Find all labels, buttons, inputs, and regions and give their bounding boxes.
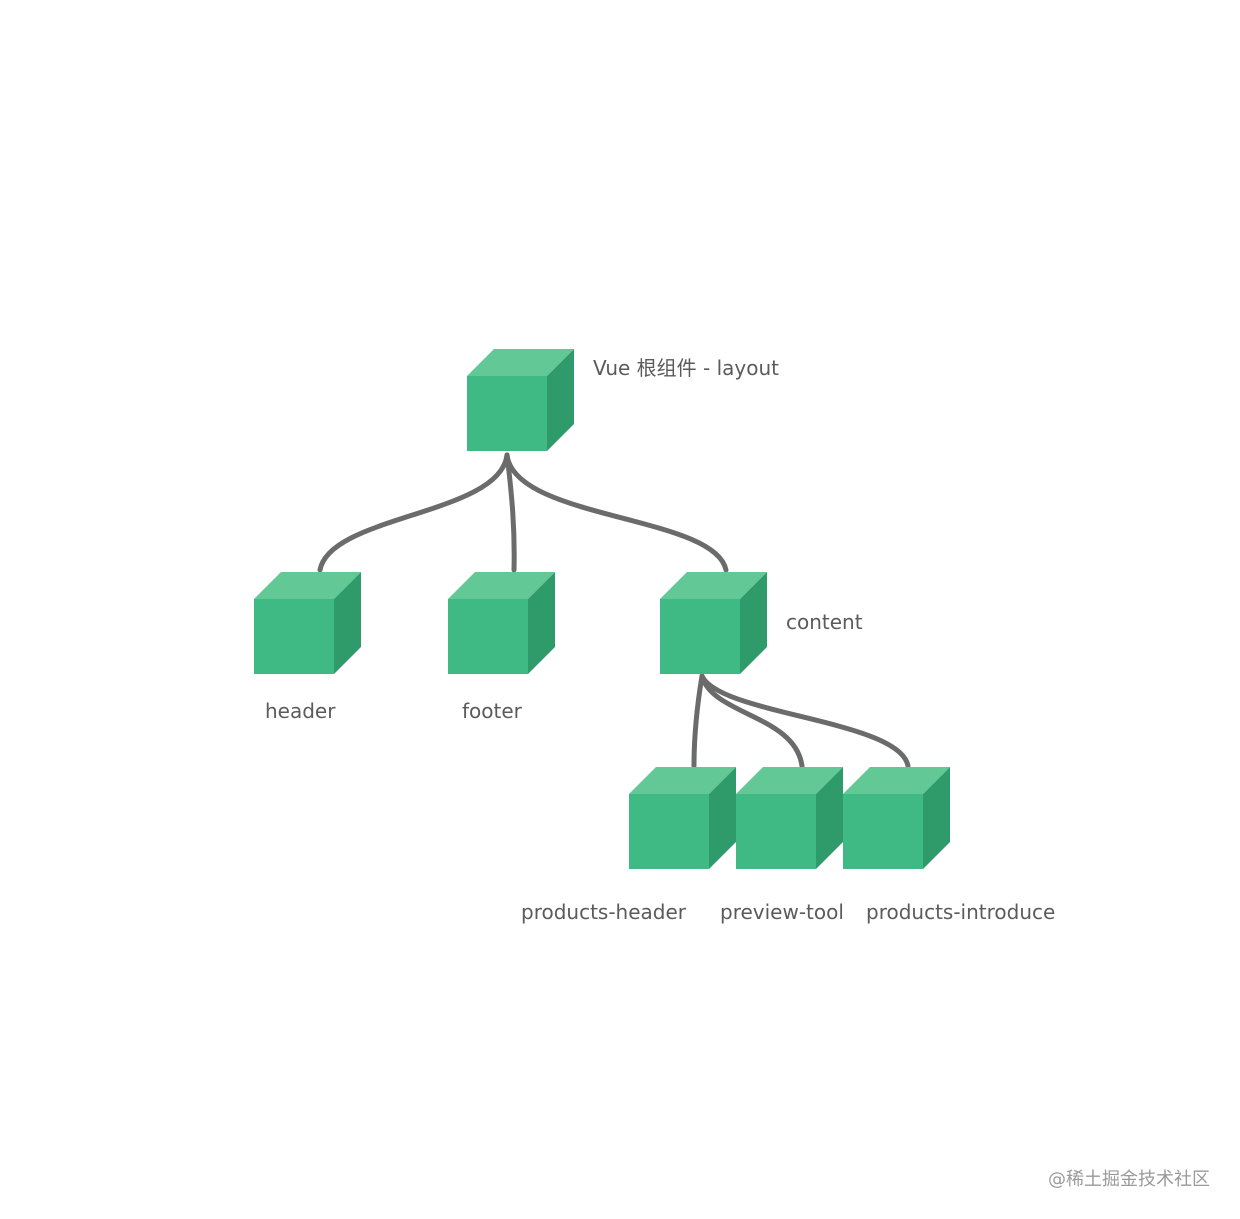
cube-products-introduce bbox=[843, 767, 950, 869]
edge-root-content bbox=[504, 452, 729, 573]
cube-side-face bbox=[547, 349, 574, 451]
cube-front-face bbox=[448, 599, 528, 674]
cube-top-face bbox=[448, 572, 555, 599]
cube-footer bbox=[448, 572, 555, 674]
label-footer: footer bbox=[462, 699, 523, 723]
cube-content bbox=[660, 572, 767, 674]
edges bbox=[317, 452, 911, 769]
cube-side-face bbox=[334, 572, 361, 674]
cube-top-face bbox=[660, 572, 767, 599]
cube-side-face bbox=[528, 572, 555, 674]
cube-front-face bbox=[467, 376, 547, 451]
cube-front-face bbox=[629, 794, 709, 869]
label-products-introduce: products-introduce bbox=[866, 900, 1055, 924]
label-root: Vue 根组件 - layout bbox=[593, 356, 779, 380]
label-content: content bbox=[786, 610, 863, 634]
cube-top-face bbox=[843, 767, 950, 794]
cube-preview-tool bbox=[736, 767, 843, 869]
cube-side-face bbox=[816, 767, 843, 869]
cube-front-face bbox=[736, 794, 816, 869]
edge-root-header bbox=[317, 452, 510, 573]
cube-front-face bbox=[254, 599, 334, 674]
cube-root bbox=[467, 349, 574, 451]
cube-front-face bbox=[843, 794, 923, 869]
label-header: header bbox=[265, 699, 336, 723]
cube-side-face bbox=[709, 767, 736, 869]
edge-content-products-introduce bbox=[699, 673, 911, 769]
watermark: @稀土掘金技术社区 bbox=[1048, 1169, 1210, 1190]
cube-top-face bbox=[467, 349, 574, 376]
cube-side-face bbox=[923, 767, 950, 869]
edge-content-preview-tool bbox=[699, 673, 805, 769]
cube-products-header bbox=[629, 767, 736, 869]
label-products-header: products-header bbox=[521, 900, 687, 924]
cube-top-face bbox=[629, 767, 736, 794]
edge-content-products-header bbox=[691, 673, 705, 769]
label-preview-tool: preview-tool bbox=[720, 900, 844, 924]
cube-header bbox=[254, 572, 361, 674]
cube-top-face bbox=[254, 572, 361, 599]
cube-front-face bbox=[660, 599, 740, 674]
cube-side-face bbox=[740, 572, 767, 674]
cube-top-face bbox=[736, 767, 843, 794]
